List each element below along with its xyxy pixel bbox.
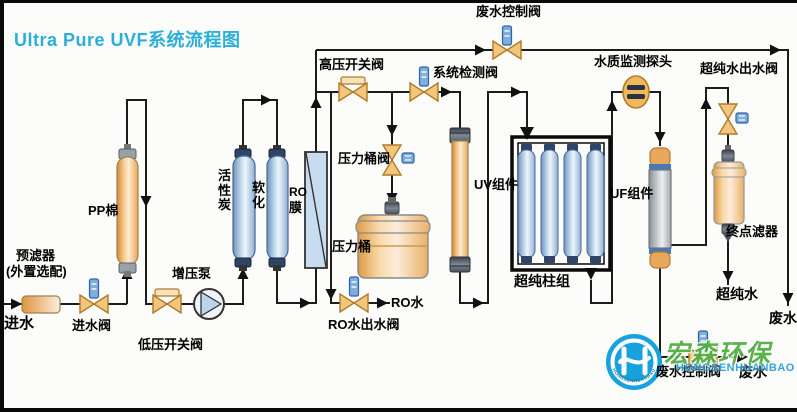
label-low-pressure-valve: 低压开关阀 <box>138 337 204 352</box>
label-pp-cotton: PP棉 <box>88 203 119 218</box>
final-filter-tank <box>711 145 747 242</box>
label-ro: RO <box>289 185 307 199</box>
label-ultrapure-outlet-valve: 超纯水出水阀 <box>700 61 779 76</box>
carbon-column <box>232 145 256 271</box>
label-system-detect-valve: 系统检测阀 <box>433 65 499 80</box>
prefilter-tank <box>21 295 61 314</box>
high-pressure-valve-icon <box>338 76 368 103</box>
ultrapure-outlet-valve-icon <box>717 103 749 135</box>
label-ro-mo: 膜 <box>289 200 303 215</box>
inlet-valve-icon <box>79 278 109 315</box>
sensor-icon <box>735 112 749 124</box>
label-booster-pump: 增压泵 <box>172 266 212 281</box>
watermark-company-cn: 宏森环保 <box>664 340 773 368</box>
label-softener: 软化 <box>251 180 265 210</box>
page-title: Ultra Pure UVF系统流程图 <box>14 30 241 50</box>
ultrapure-column-box <box>510 135 612 272</box>
label-prefilter-note: (外置选配) <box>6 264 67 279</box>
label-activated-carbon: 活性炭 <box>217 168 231 213</box>
ro-membrane <box>304 151 328 269</box>
watermark-company-en: HONGSENHUANBAO <box>676 362 795 374</box>
label-ultrapure-columns: 超纯柱组 <box>514 273 570 289</box>
label-tank-valve: 压力桶阀 <box>338 151 391 166</box>
booster-pump-icon <box>193 288 225 320</box>
label-waste-right: 废水 <box>769 310 797 326</box>
label-ro-water: RO水 <box>391 295 424 310</box>
pp-cotton-tank <box>116 144 139 277</box>
logo: HONGSENHUANBAO <box>606 334 662 390</box>
pressure-tank <box>355 197 431 279</box>
label-inlet-valve: 进水阀 <box>72 318 112 333</box>
label-pressure-tank: 压力桶 <box>332 239 372 254</box>
label-high-pressure-valve: 高压开关阀 <box>319 57 385 72</box>
uf-module <box>648 147 672 269</box>
waste-valve-top-icon <box>492 25 522 61</box>
uv-module <box>449 127 471 273</box>
low-pressure-valve-icon <box>152 288 182 315</box>
logo-wave-icon <box>618 356 651 365</box>
label-waste-valve-bottom: 废水控制阀 <box>656 364 722 379</box>
waste-valve-bottom-icon <box>688 330 718 368</box>
softener-column <box>266 145 289 271</box>
sensor-icon <box>401 152 415 164</box>
label-quality-probe: 水质监测探头 <box>594 54 673 69</box>
quality-probe-icon <box>622 75 650 109</box>
tank-valve-icon <box>381 144 415 176</box>
label-uv-module: UV组件 <box>474 177 519 192</box>
ro-outlet-valve-icon <box>339 276 369 314</box>
label-final-filter: 终点滤器 <box>726 224 779 239</box>
label-ultrapure-water: 超纯水 <box>716 286 758 302</box>
label-waste-valve-top: 废水控制阀 <box>476 4 542 19</box>
system-detect-valve-icon <box>409 66 439 103</box>
label-prefilter: 预滤器 <box>16 248 56 263</box>
label-ro-outlet-valve: RO水出水阀 <box>328 317 400 332</box>
label-uf-module: UF组件 <box>610 186 654 201</box>
label-waste-bottom: 废水 <box>739 364 767 380</box>
label-inlet: 进水 <box>4 315 35 332</box>
